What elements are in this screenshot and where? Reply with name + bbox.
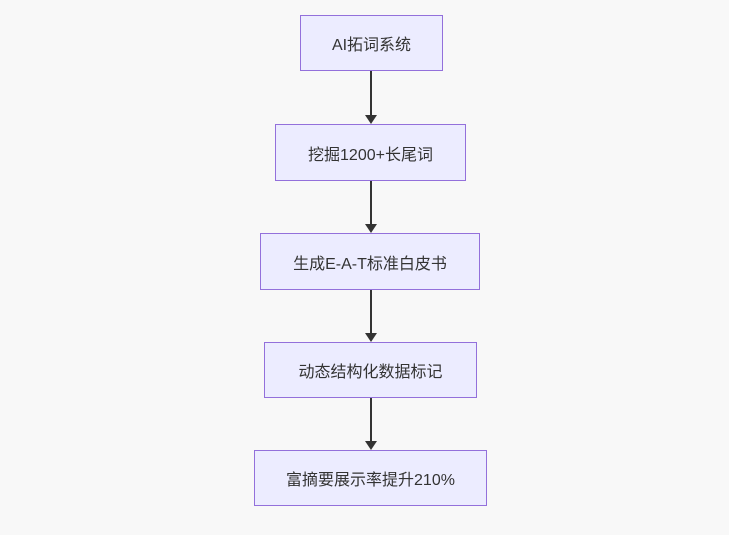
flowchart-node-eat-whitepaper: 生成E-A-T标准白皮书 xyxy=(260,233,480,290)
flow-arrow-3 xyxy=(364,290,378,342)
arrowhead-down-icon xyxy=(365,115,377,124)
node-label: 生成E-A-T标准白皮书 xyxy=(293,255,447,273)
arrow-shaft xyxy=(370,181,372,224)
arrow-shaft xyxy=(370,71,372,115)
node-label: 富摘要展示率提升210% xyxy=(286,472,455,489)
arrow-shaft xyxy=(370,290,372,333)
arrowhead-down-icon xyxy=(365,224,377,233)
flow-arrow-2 xyxy=(364,181,378,233)
flowchart-node-rich-snippet-result: 富摘要展示率提升210% xyxy=(254,450,487,506)
flowchart-node-longtail-mining: 挖掘1200+长尾词 xyxy=(275,124,466,181)
node-label: AI拓词系统 xyxy=(331,37,412,54)
node-label: 挖掘1200+长尾词 xyxy=(308,146,433,164)
flow-arrow-1 xyxy=(364,71,378,124)
flow-arrow-4 xyxy=(364,398,378,450)
arrowhead-down-icon xyxy=(365,333,377,342)
flowchart-node-ai-word-system: AI拓词系统 xyxy=(300,15,443,71)
flowchart-node-structured-data: 动态结构化数据标记 xyxy=(264,342,477,398)
arrowhead-down-icon xyxy=(365,441,377,450)
arrow-shaft xyxy=(370,398,372,441)
node-label: 动态结构化数据标记 xyxy=(298,364,443,381)
